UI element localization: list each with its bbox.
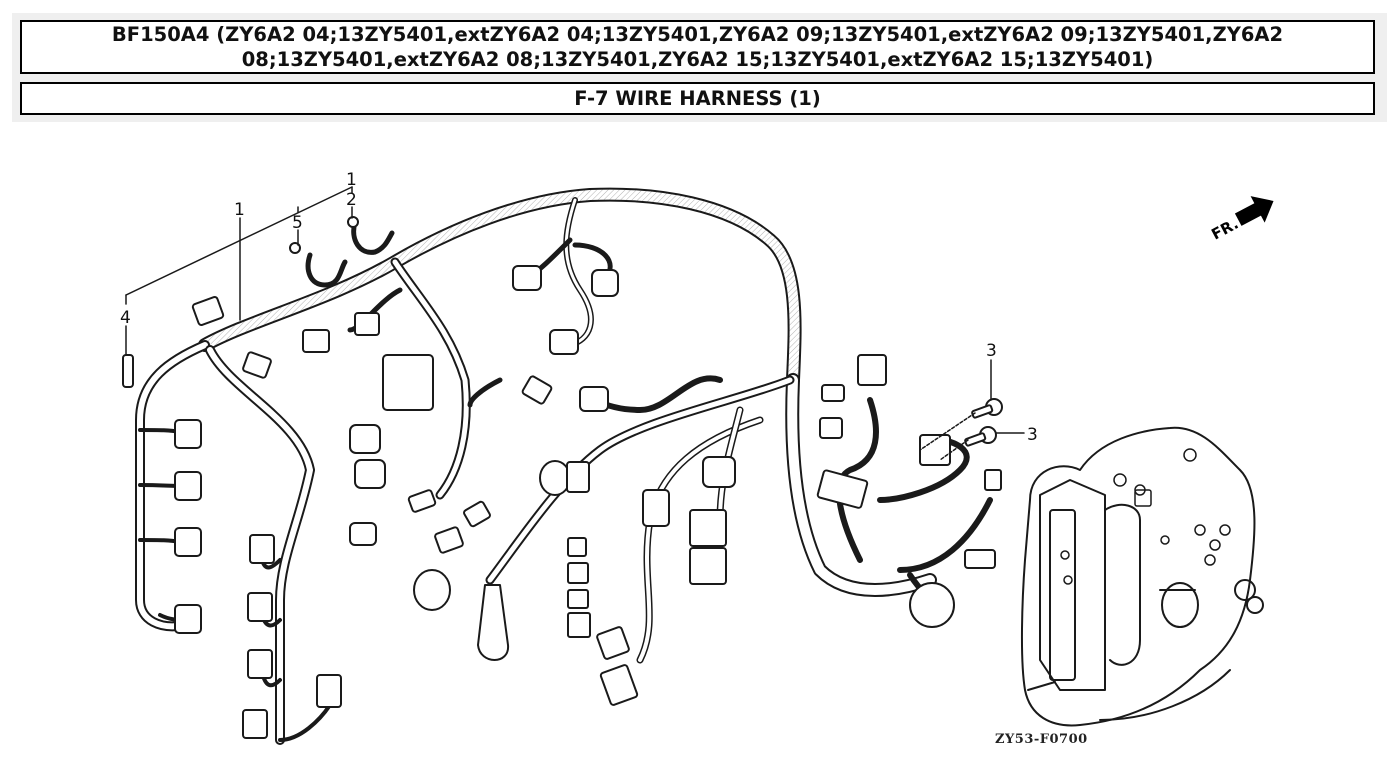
callout-leaders xyxy=(125,186,1025,461)
model-title: BF150A4 (ZY6A2 04;13ZY5401,extZY6A2 04;1… xyxy=(111,23,1284,71)
section-title-box: F-7 WIRE HARNESS (1) xyxy=(20,82,1375,115)
engine-block-illustration xyxy=(1020,426,1264,727)
front-arrow-icon xyxy=(1234,196,1274,226)
drawing-code: ZY53-F0700 xyxy=(995,732,1088,747)
callout-group-1: 1 xyxy=(346,170,357,190)
connectors xyxy=(122,216,1003,739)
header-panel: BF150A4 (ZY6A2 04;13ZY5401,extZY6A2 04;1… xyxy=(12,13,1387,122)
callout-1: 1 xyxy=(234,200,245,220)
front-direction-label: FR. xyxy=(1208,215,1241,244)
front-direction-indicator: FR. xyxy=(1208,196,1274,244)
section-title: F-7 WIRE HARNESS (1) xyxy=(574,87,821,110)
callout-2: 2 xyxy=(346,190,357,210)
callout-4: 4 xyxy=(120,308,131,328)
bolt-icon xyxy=(964,398,1003,447)
model-title-box: BF150A4 (ZY6A2 04;13ZY5401,extZY6A2 04;1… xyxy=(20,20,1375,74)
callout-3-lower: 3 xyxy=(1027,425,1038,445)
wire-harness-diagram: 1 2 3 3 4 5 1 FR. ZY53-F0700 xyxy=(120,170,1274,747)
callout-5: 5 xyxy=(292,213,303,233)
callout-3-upper: 3 xyxy=(986,341,997,361)
